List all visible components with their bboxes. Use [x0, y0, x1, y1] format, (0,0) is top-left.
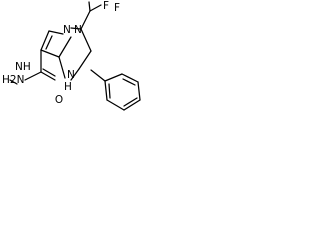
bond — [80, 10, 91, 30]
bond — [58, 56, 66, 79]
fluorine-atom-right: F — [114, 2, 120, 14]
bond — [78, 50, 92, 70]
bond — [104, 73, 123, 82]
bond — [48, 30, 64, 35]
bond — [123, 99, 141, 111]
bond — [70, 68, 80, 81]
bond — [106, 99, 125, 111]
bond — [58, 36, 72, 58]
bond — [104, 80, 108, 101]
nh-hydrogen: H — [64, 81, 72, 93]
ring-nitrogen-left: N — [63, 24, 71, 36]
bond — [40, 71, 56, 81]
molecule-structure: F F N N H N H2N NH O — [2, 0, 141, 111]
bond — [40, 30, 50, 51]
molecule-diagram: F F N N H N H2N NH O — [0, 0, 162, 120]
nh-nitrogen: N — [67, 69, 75, 81]
bond — [70, 27, 82, 30]
bond — [88, 1, 91, 12]
atom-label-group: F F N N H N H2N NH O — [2, 0, 120, 106]
bond — [40, 49, 60, 58]
bond — [80, 28, 92, 52]
bond — [90, 69, 106, 82]
oxygen-atom: O — [55, 94, 63, 106]
ring-nitrogen-right: N — [74, 24, 82, 36]
bond — [123, 97, 138, 107]
fluorine-atom-top: F — [103, 0, 109, 12]
bond — [121, 73, 139, 83]
bond — [122, 78, 136, 86]
amino-group: H2N — [2, 74, 24, 86]
bond — [42, 68, 56, 77]
bond — [137, 81, 141, 101]
bond — [45, 35, 53, 50]
bond — [108, 83, 111, 99]
hydrazide-nh: NH — [15, 61, 31, 73]
bond — [24, 71, 42, 81]
bond-group — [9, 1, 141, 111]
bond — [9, 79, 18, 85]
bond — [89, 4, 102, 12]
